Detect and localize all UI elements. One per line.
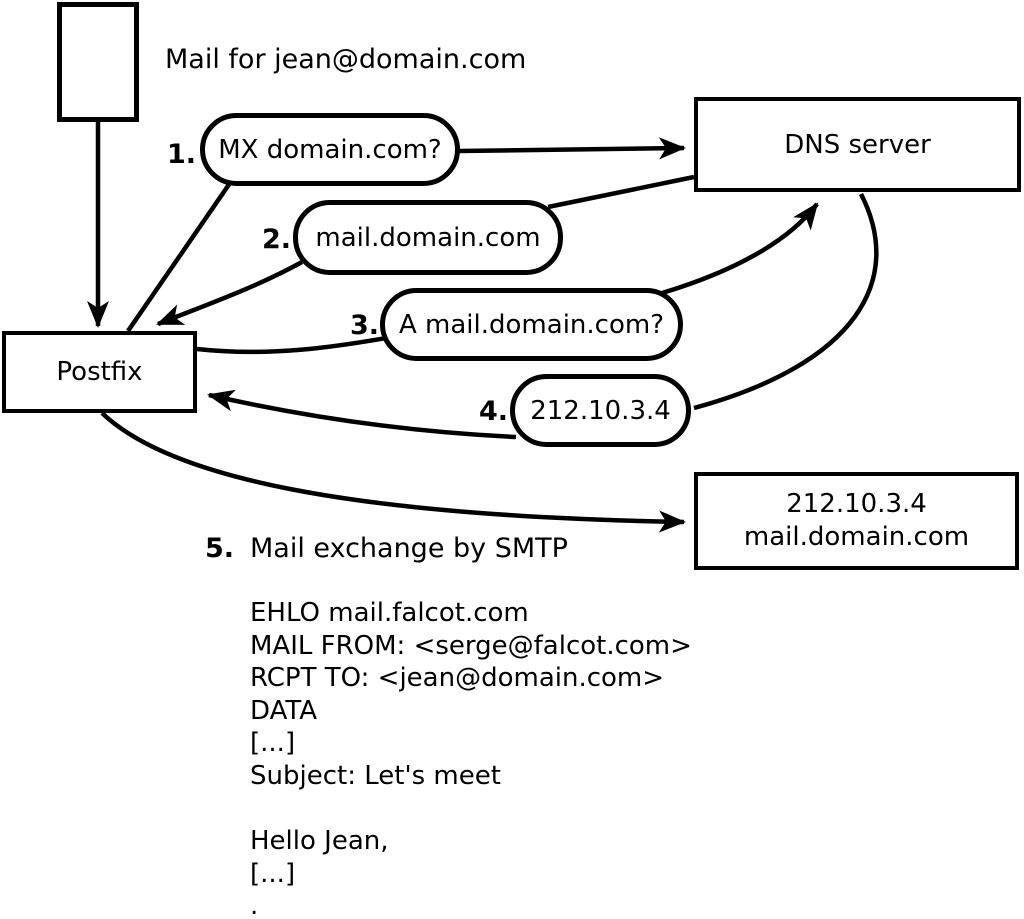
arrow-reply2-to-postfix xyxy=(156,260,304,327)
reply-bubble-mx-label: mail.domain.com xyxy=(315,222,541,253)
mail-server-node: 212.10.3.4 mail.domain.com xyxy=(694,472,1019,570)
query-bubble-mx-label: MX domain.com? xyxy=(218,134,442,165)
arrow-query1-to-dns xyxy=(458,137,686,160)
reply-bubble-mx: mail.domain.com xyxy=(293,200,563,275)
mail-server-hostname-label: mail.domain.com xyxy=(743,522,970,552)
smtp-line-rcpt-to: RCPT TO: <jean@domain.com> xyxy=(250,663,665,694)
mail-message-icon xyxy=(57,2,139,122)
smtp-line-ehlo: EHLO mail.falcot.com xyxy=(250,598,529,628)
query-bubble-mx: MX domain.com? xyxy=(200,113,460,186)
smtp-session-transcript: EHLO mail.falcot.com MAIL FROM: <serge@f… xyxy=(250,597,692,919)
line-postfix-to-query1 xyxy=(126,181,232,333)
smtp-line-data: DATA xyxy=(250,695,317,726)
step-5-number: 5. xyxy=(205,533,235,564)
arrow-postfix-to-mailserver xyxy=(100,411,686,533)
mail-note-label: Mail for jean@domain.com xyxy=(165,44,527,75)
reply-bubble-ip: 212.10.3.4 xyxy=(510,374,691,447)
arrow-reply4-to-postfix xyxy=(207,389,517,440)
postfix-node-label: Postfix xyxy=(56,357,143,387)
query-bubble-a-record-label: A mail.domain.com? xyxy=(399,309,664,340)
dns-server-node: DNS server xyxy=(694,97,1021,192)
query-bubble-a-record: A mail.domain.com? xyxy=(380,288,683,361)
smtp-line-end-dot: . xyxy=(250,891,259,919)
dns-server-node-label: DNS server xyxy=(784,129,931,160)
step-1-number: 1. xyxy=(167,139,197,170)
smtp-line-blank xyxy=(250,793,692,826)
mail-server-ip-label: 212.10.3.4 xyxy=(786,489,927,519)
step-4-number: 4. xyxy=(479,396,509,427)
smtp-line-ellipsis-2: [...] xyxy=(250,858,296,889)
line-dns-to-reply4 xyxy=(693,192,879,411)
step-2-number: 2. xyxy=(262,224,292,255)
line-postfix-to-query3 xyxy=(196,334,393,355)
line-dns-to-reply2 xyxy=(547,174,695,210)
postfix-node: Postfix xyxy=(2,331,197,413)
smtp-line-ellipsis-1: [...] xyxy=(250,728,296,759)
step-5-label: Mail exchange by SMTP xyxy=(250,533,568,564)
arrow-query3-to-dns xyxy=(661,202,819,296)
smtp-line-mail-from: MAIL FROM: <serge@falcot.com> xyxy=(250,630,692,661)
step-3-number: 3. xyxy=(350,310,380,341)
smtp-line-greeting: Hello Jean, xyxy=(250,826,389,857)
smtp-line-subject: Subject: Let's meet xyxy=(250,760,501,791)
reply-bubble-ip-label: 212.10.3.4 xyxy=(530,395,671,426)
